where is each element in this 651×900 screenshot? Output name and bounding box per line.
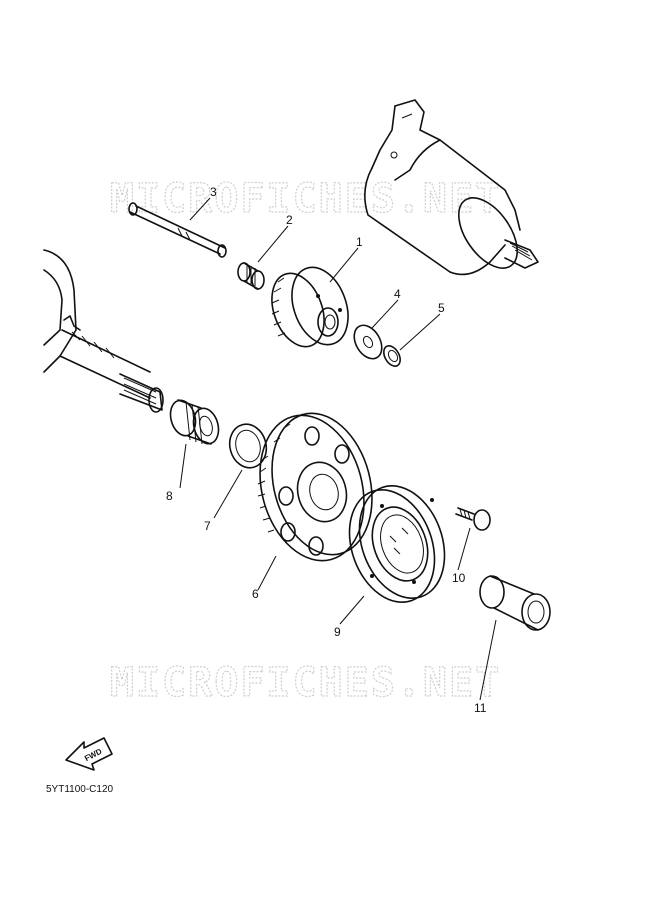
callout-3: 3 — [210, 185, 217, 199]
callout-5: 5 — [438, 301, 445, 315]
callout-4: 4 — [394, 287, 401, 301]
starter-clutch-part-9 — [348, 485, 446, 603]
callout-9: 9 — [334, 625, 341, 639]
crankshaft — [43, 249, 164, 413]
washer-part-7 — [228, 423, 268, 469]
callout-2: 2 — [286, 213, 293, 227]
bolt-part-10 — [455, 507, 491, 531]
fwd-label: FWD — [83, 747, 104, 764]
fwd-arrow-icon: FWD — [65, 737, 113, 771]
bearing-part-8 — [169, 399, 220, 445]
callout-6: 6 — [252, 587, 259, 601]
shaft-part-3 — [128, 202, 227, 258]
callout-11: 11 — [474, 701, 487, 715]
watermark-top: MICROFICHES.NET — [110, 176, 501, 222]
starter-motor — [364, 99, 539, 276]
diagram-code: 5YT1100-C120 — [46, 784, 114, 795]
watermark-bottom: MICROFICHES.NET — [110, 660, 501, 706]
needle-bearing-part-2 — [237, 262, 265, 290]
callout-10: 10 — [452, 571, 466, 585]
starter-wheel-gear-part-6 — [257, 412, 373, 562]
washer-part-4 — [353, 324, 383, 360]
leader-lines — [179, 197, 497, 701]
callout-8: 8 — [166, 489, 173, 503]
callout-1: 1 — [356, 235, 363, 249]
circlip-part-5 — [383, 345, 401, 367]
collar-part-11 — [479, 575, 551, 631]
idler-gear-part-1 — [271, 266, 349, 348]
callout-7: 7 — [204, 519, 211, 533]
